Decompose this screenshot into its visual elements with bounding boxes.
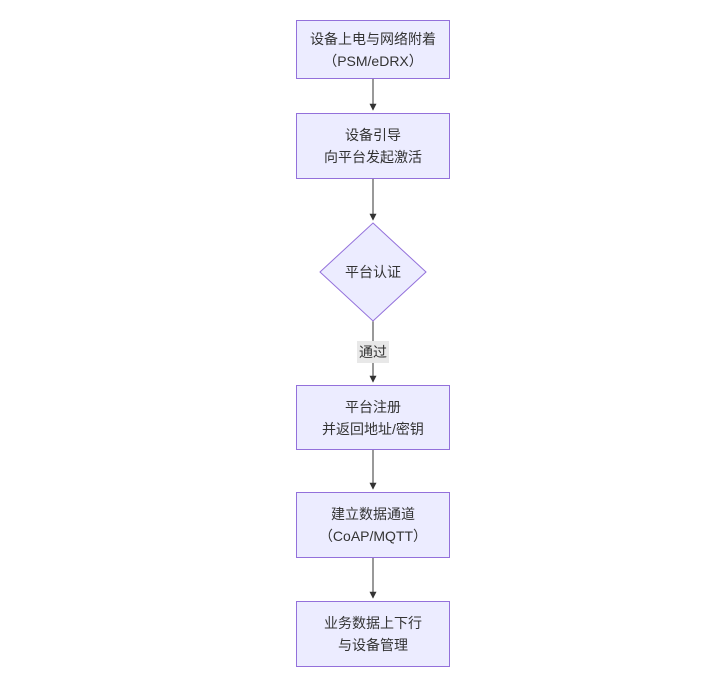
node-business-data-line2: 与设备管理 bbox=[338, 637, 408, 653]
node-business-data: 业务数据上下行 与设备管理 bbox=[296, 601, 450, 667]
node-bootstrap-line2: 向平台发起激活 bbox=[324, 149, 422, 165]
node-platform-register-line1: 平台注册 bbox=[345, 398, 401, 415]
node-data-channel: 建立数据通道 （CoAP/MQTT） bbox=[296, 492, 450, 558]
node-data-channel-line1: 建立数据通道 bbox=[331, 506, 415, 522]
node-bootstrap: 设备引导 向平台发起激活 bbox=[296, 113, 450, 179]
node-data-channel-line2: （CoAP/MQTT） bbox=[318, 528, 428, 544]
node-power-attach: 设备上电与网络附着 （PSM/eDRX） bbox=[296, 20, 450, 79]
decision-diamond-shape bbox=[319, 222, 427, 322]
node-platform-register-line2: 并返回地址/密钥 bbox=[322, 420, 424, 437]
node-platform-register: 平台注册 并返回地址/密钥 bbox=[296, 385, 450, 450]
edge-label-pass: 通过 bbox=[357, 341, 389, 363]
node-business-data-line1: 业务数据上下行 bbox=[324, 615, 422, 631]
node-power-attach-line2: （PSM/eDRX） bbox=[323, 52, 423, 69]
decision-platform-auth-label: 平台认证 bbox=[345, 264, 401, 280]
node-power-attach-line1: 设备上电与网络附着 bbox=[310, 30, 436, 47]
node-bootstrap-line1: 设备引导 bbox=[345, 127, 401, 143]
